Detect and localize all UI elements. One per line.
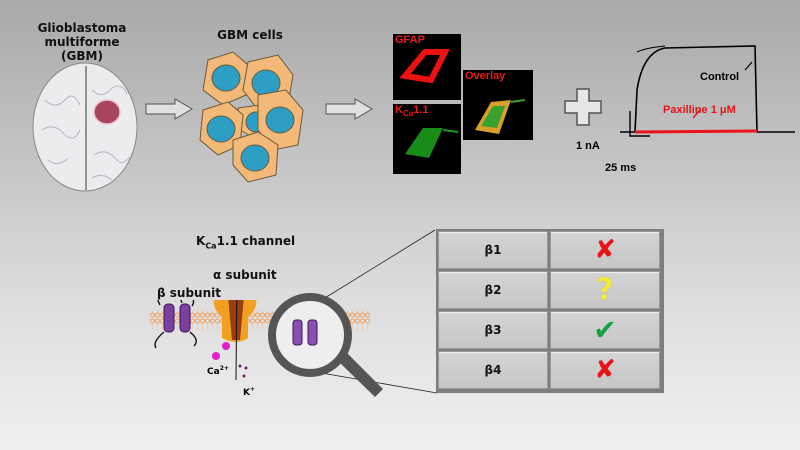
arrow-right-icon bbox=[325, 98, 373, 120]
calcium-label: Ca2+ bbox=[207, 365, 229, 377]
micrograph-kca: KCa1.1 bbox=[393, 104, 461, 174]
beta-subunit-label: β subunit bbox=[157, 286, 221, 300]
table-row-subunit: β1 bbox=[438, 231, 548, 269]
brain-title: Glioblastoma multiforme (GBM) bbox=[2, 21, 162, 63]
question-icon: ? bbox=[550, 271, 660, 309]
gbm-cells-illustration bbox=[199, 51, 304, 183]
brain-title-line1: Glioblastoma multiforme bbox=[37, 21, 127, 49]
plus-icon bbox=[564, 88, 602, 126]
brain-title-line2: (GBM) bbox=[61, 49, 103, 63]
table-row-subunit: β4 bbox=[438, 351, 548, 389]
magnifier-icon bbox=[268, 229, 438, 397]
micrograph-overlay: Overlay bbox=[463, 70, 533, 140]
micrograph-gfap: GFAP bbox=[393, 34, 461, 100]
arrow-right-icon bbox=[145, 98, 193, 120]
beta-subunit-table: β1 ✘ β2 ? β3 ✔ β4 ✘ bbox=[436, 229, 664, 393]
scale-x-label: 25 ms bbox=[605, 162, 637, 174]
brain-illustration bbox=[32, 62, 138, 192]
cross-icon: ✘ bbox=[550, 351, 660, 389]
kca-label: KCa1.1 bbox=[395, 104, 429, 119]
tumor bbox=[93, 99, 121, 125]
check-icon: ✔ bbox=[550, 311, 660, 349]
channel-title: KCa1.1 channel bbox=[196, 234, 296, 251]
gfap-label: GFAP bbox=[395, 34, 425, 46]
cells-title: GBM cells bbox=[217, 28, 283, 42]
overlay-label: Overlay bbox=[465, 70, 506, 82]
paxilline-trace bbox=[634, 129, 758, 134]
scale-y-label: 1 nA bbox=[576, 140, 600, 152]
cross-icon: ✘ bbox=[550, 231, 660, 269]
paxilline-label: Paxilline 1 μM bbox=[663, 104, 736, 116]
table-row-subunit: β2 bbox=[438, 271, 548, 309]
current-trace-plot bbox=[620, 45, 795, 137]
alpha-subunit-label: α subunit bbox=[213, 268, 277, 282]
scale-bar bbox=[629, 111, 650, 137]
control-label: Control bbox=[700, 71, 740, 83]
table-row-subunit: β3 bbox=[438, 311, 548, 349]
control-trace bbox=[620, 45, 795, 133]
potassium-label: K+ bbox=[243, 386, 256, 398]
